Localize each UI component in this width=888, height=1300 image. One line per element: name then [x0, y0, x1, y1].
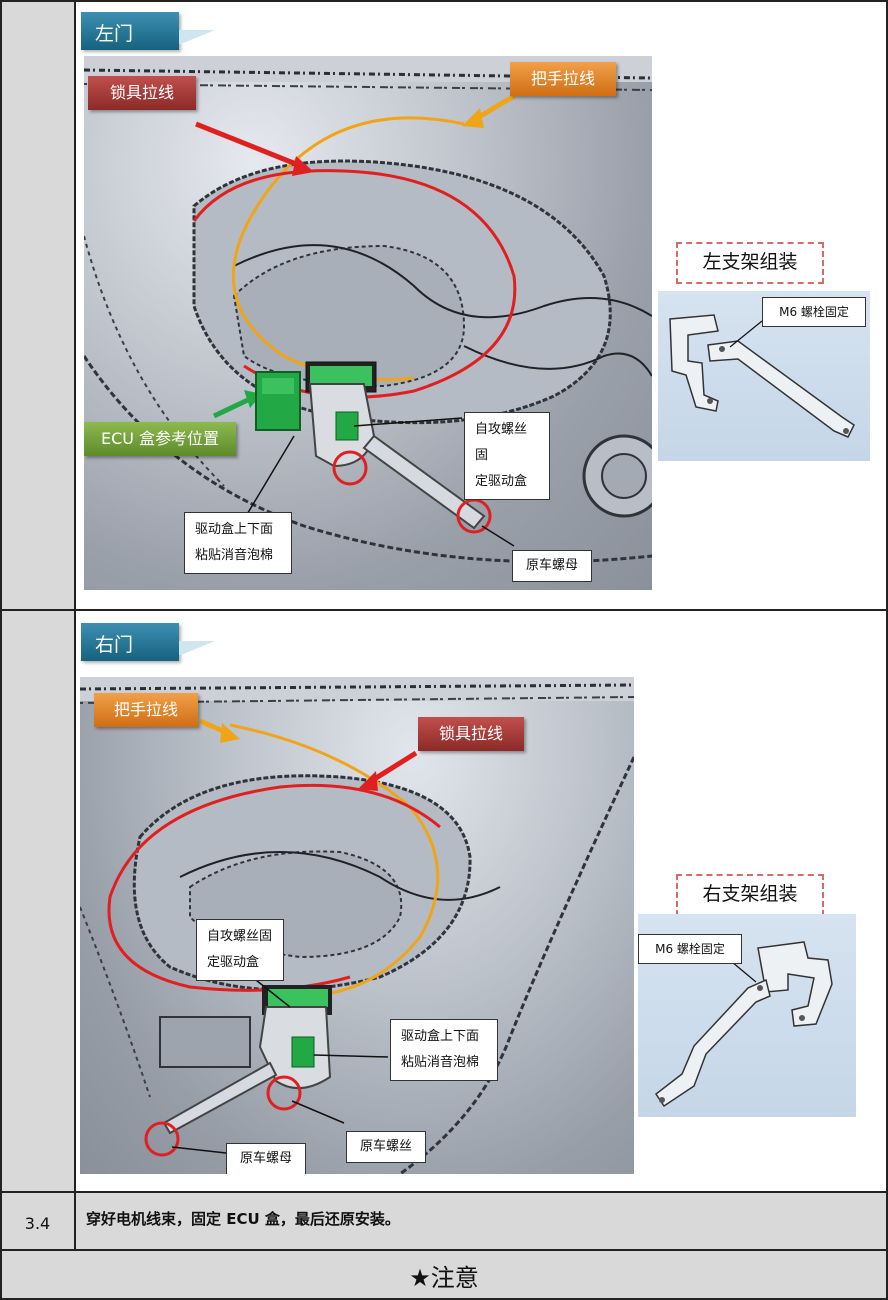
- orig-nut-callout: 原车螺母: [226, 1143, 306, 1174]
- row-divider-2: [0, 1191, 888, 1193]
- self-tap-callout: 自攻螺丝固 定驱动盒: [464, 412, 550, 500]
- orig-nut-callout: 原车螺母: [512, 550, 592, 582]
- table-border-right: [886, 0, 888, 1300]
- left-door-drawing: [84, 56, 652, 564]
- column-divider: [74, 0, 76, 1250]
- foam-line1: 驱动盒上下面: [401, 1029, 480, 1044]
- foam-line2: 粘贴消音泡棉: [401, 1055, 480, 1070]
- right-door-photo: 把手拉线 锁具拉线 自攻螺丝固 定驱动盒 驱动盒上下面 粘贴消音泡棉 原车螺母 …: [80, 677, 634, 1174]
- table-border-bottom: [0, 1298, 888, 1300]
- row-divider-3: [0, 1249, 888, 1251]
- self-tap-line2: 定驱动盒: [475, 474, 528, 489]
- handle-cable-tag: 把手拉线: [510, 62, 616, 96]
- left-bracket-drawing: [669, 314, 855, 438]
- section-tab-tail: [179, 641, 215, 655]
- left-bracket-title: 左支架组装: [676, 242, 824, 284]
- lock-cable-tag: 锁具拉线: [88, 76, 196, 110]
- section-tab-tail: [179, 30, 215, 44]
- lock-cable-tag: 锁具拉线: [418, 717, 524, 751]
- foam-line1: 驱动盒上下面: [195, 522, 274, 537]
- notice-heading: ★注意: [409, 1264, 479, 1292]
- right-door-drawing: [80, 677, 634, 1174]
- notice-band: [0, 1250, 888, 1300]
- handle-cable-tag: 把手拉线: [94, 693, 198, 727]
- orig-screw-callout: 原车螺丝: [346, 1131, 426, 1163]
- right-bracket-title: 右支架组装: [676, 874, 824, 916]
- table-border-left: [0, 0, 2, 1300]
- right-bracket-label: M6 螺栓固定: [638, 934, 742, 964]
- ecu-position-tag: ECU 盒参考位置: [84, 422, 236, 456]
- table-border-top: [0, 0, 888, 2]
- foam-callout: 驱动盒上下面 粘贴消音泡棉: [184, 512, 292, 574]
- left-bracket-image: M6 螺栓固定: [658, 291, 870, 461]
- right-bracket-image: M6 螺栓固定: [638, 914, 856, 1117]
- section-tab-left-door: 左门: [81, 12, 179, 50]
- row-divider-1: [0, 609, 888, 611]
- section-tab-right-door: 右门: [81, 623, 179, 661]
- foam-callout: 驱动盒上下面 粘贴消音泡棉: [390, 1019, 498, 1081]
- left-door-photo: 锁具拉线 把手拉线 ECU 盒参考位置 自攻螺丝固 定驱动盒 驱动盒上下面 粘贴…: [84, 56, 652, 590]
- self-tap-line1: 自攻螺丝固: [475, 422, 528, 463]
- left-bracket-label: M6 螺栓固定: [762, 297, 866, 327]
- self-tap-line1: 自攻螺丝固: [207, 929, 273, 944]
- step-text: 穿好电机线束，固定 ECU 盒，最后还原安装。: [86, 1210, 400, 1228]
- left-column: [0, 0, 75, 1250]
- foam-line2: 粘贴消音泡棉: [195, 548, 274, 563]
- step-row-bg: [75, 1193, 888, 1250]
- step-number: 3.4: [24, 1214, 51, 1233]
- right-bracket-drawing: [654, 941, 833, 1108]
- self-tap-line2: 定驱动盒: [207, 955, 260, 970]
- self-tap-callout: 自攻螺丝固 定驱动盒: [196, 919, 284, 981]
